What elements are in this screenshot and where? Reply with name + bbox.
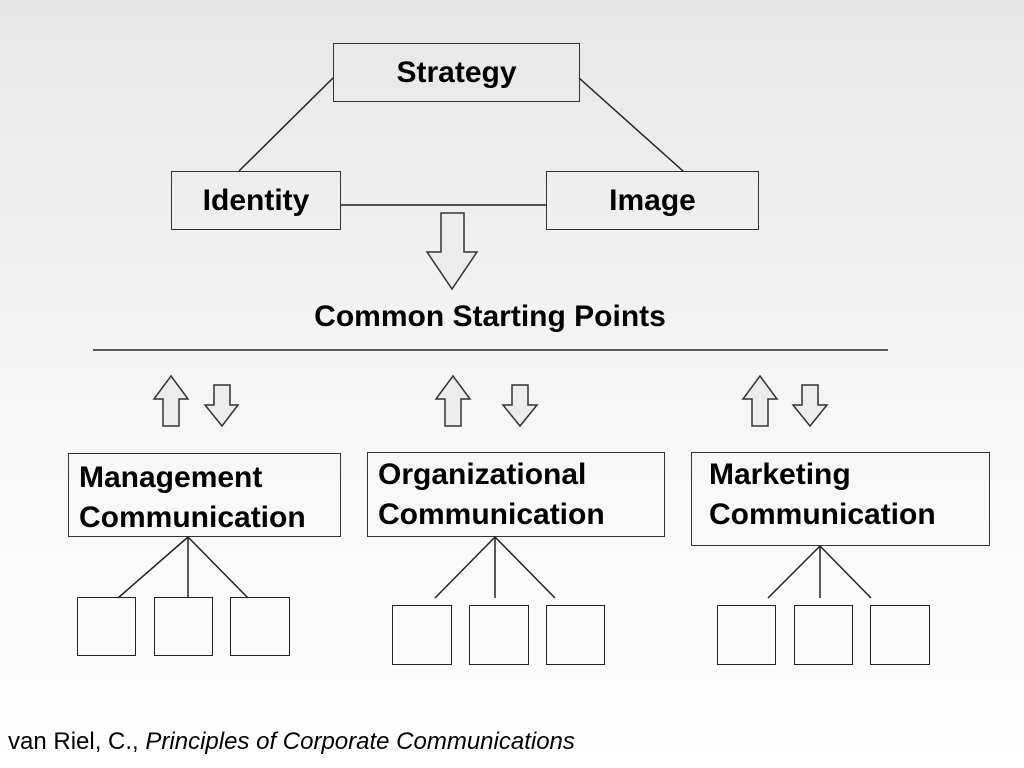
sub-box bbox=[546, 605, 605, 665]
group2-fan-right bbox=[494, 536, 556, 599]
arrow-down-icon bbox=[501, 384, 539, 428]
group2-line2: Communication bbox=[378, 498, 605, 531]
citation: van Riel, C., Principles of Corporate Co… bbox=[8, 728, 575, 756]
group1-line1: Management bbox=[79, 461, 263, 494]
arrow-up-icon bbox=[434, 374, 472, 427]
arrow-up-icon bbox=[152, 374, 190, 427]
marketing-communication-box: Marketing Communication bbox=[691, 452, 990, 546]
image-label: Image bbox=[609, 183, 696, 217]
arrow-down-icon bbox=[425, 212, 479, 291]
strategy-label: Strategy bbox=[396, 55, 517, 89]
arrow-down-icon bbox=[203, 384, 240, 428]
sub-box bbox=[469, 605, 529, 665]
group3-line2: Communication bbox=[709, 498, 936, 531]
group1-fan-left bbox=[117, 536, 189, 599]
citation-author: van Riel, C., bbox=[8, 728, 146, 755]
citation-title: Principles of Corporate Communications bbox=[145, 728, 575, 755]
management-communication-box: Management Communication bbox=[68, 453, 341, 537]
strategy-identity-line bbox=[238, 77, 334, 172]
group3-fan-left bbox=[767, 545, 821, 599]
common-starting-points-heading: Common Starting Points bbox=[314, 300, 666, 333]
sub-box bbox=[392, 605, 452, 665]
image-box: Image bbox=[546, 171, 759, 230]
identity-box: Identity bbox=[171, 171, 341, 230]
strategy-image-line bbox=[578, 77, 684, 172]
sub-box bbox=[77, 597, 136, 656]
group3-fan-right bbox=[819, 545, 872, 599]
identity-label: Identity bbox=[202, 183, 310, 217]
organizational-communication-box: Organizational Communication bbox=[367, 452, 665, 537]
sub-box bbox=[794, 605, 853, 665]
group2-line1: Organizational bbox=[378, 458, 587, 491]
group3-line1: Marketing bbox=[709, 458, 851, 491]
sub-box bbox=[870, 605, 930, 665]
arrow-down-icon bbox=[791, 384, 829, 428]
sub-box bbox=[154, 597, 213, 656]
group2-fan-left bbox=[434, 536, 496, 599]
group1-line2: Communication bbox=[79, 501, 306, 534]
group1-fan-right bbox=[187, 536, 249, 599]
strategy-box: Strategy bbox=[333, 43, 580, 102]
sub-box bbox=[717, 605, 776, 665]
arrow-up-icon bbox=[741, 374, 779, 427]
sub-box bbox=[230, 597, 290, 656]
